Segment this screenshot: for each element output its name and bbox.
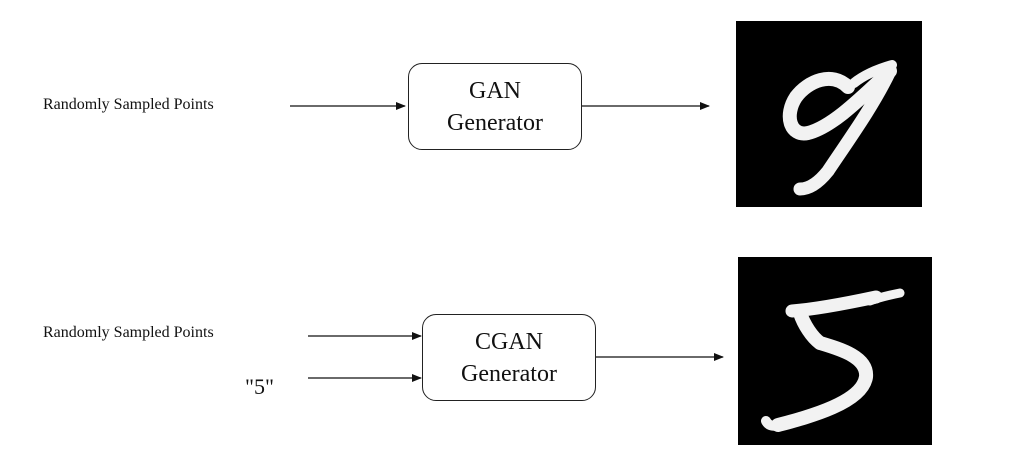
top-input-label: Randomly Sampled Points (43, 96, 214, 113)
gan-generator-box: GAN Generator (408, 63, 582, 150)
cgan-box-subtitle: Generator (461, 360, 557, 387)
condition-label: "5" (245, 374, 274, 399)
cgan-generator-box: CGAN Generator (422, 314, 596, 401)
gan-box-subtitle: Generator (447, 109, 543, 136)
gan-box-title: GAN (469, 77, 521, 104)
generated-digit-9-image (736, 21, 922, 207)
cgan-box-title: CGAN (474, 328, 543, 355)
bottom-input-label: Randomly Sampled Points (43, 324, 214, 341)
generated-digit-5-image (738, 257, 932, 445)
